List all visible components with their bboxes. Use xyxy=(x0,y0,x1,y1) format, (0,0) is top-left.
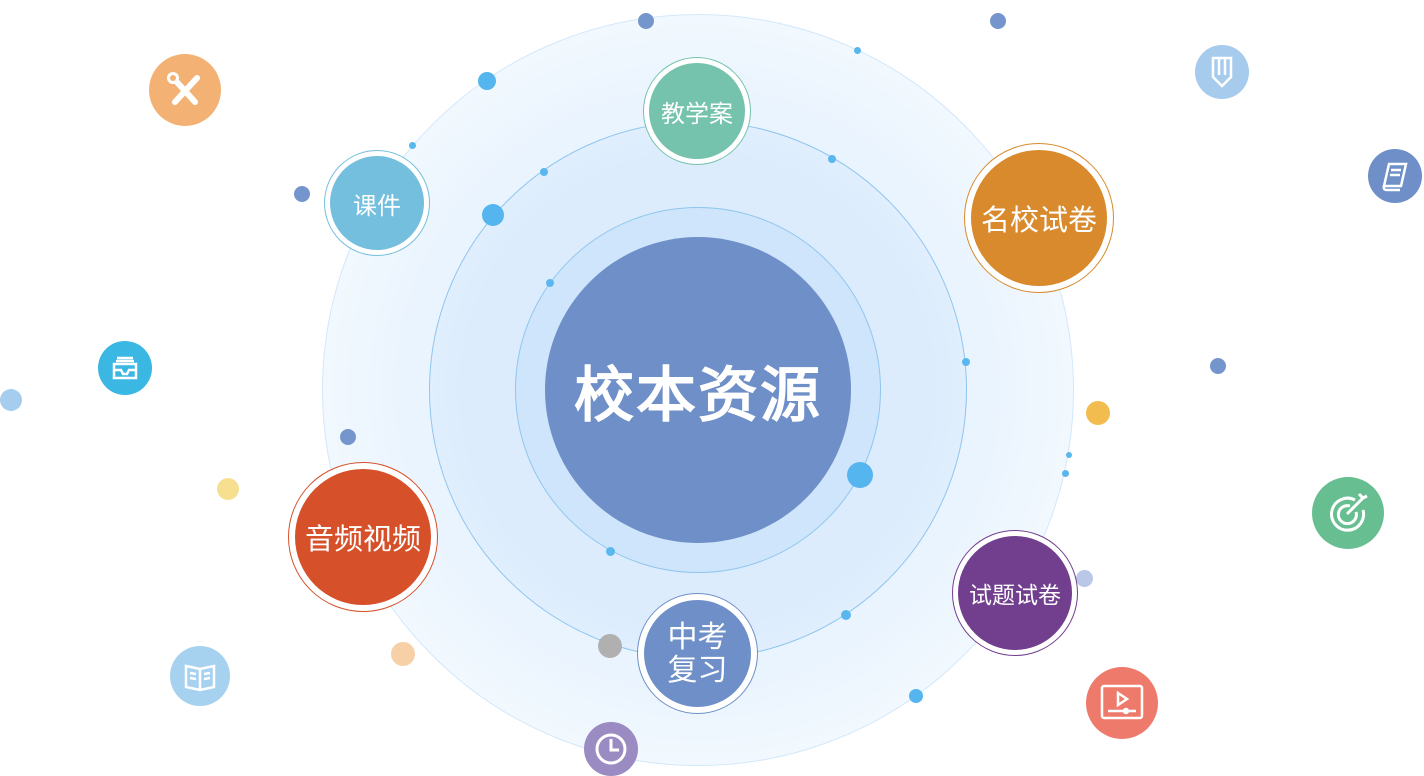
node-label: 试题试卷 xyxy=(969,583,1061,609)
tools-icon xyxy=(149,54,221,126)
node-exam-review[interactable]: 中考 复习 xyxy=(637,593,758,714)
orbit-dot xyxy=(990,13,1006,29)
orbit-dot xyxy=(638,13,654,29)
node-courseware[interactable]: 课件 xyxy=(324,150,430,256)
orbit-dot xyxy=(854,47,861,54)
node-label: 中考 xyxy=(667,619,728,655)
center-label: 校本资源 xyxy=(574,360,822,431)
orbit-dot xyxy=(478,72,496,90)
node-label: 教学案 xyxy=(661,99,733,128)
center-core[interactable]: 校本资源 xyxy=(545,237,851,543)
node-label: 名校试卷 xyxy=(980,203,1097,237)
orbit-dot xyxy=(294,186,310,202)
notebook-icon xyxy=(1368,149,1422,203)
node-audio-video[interactable]: 音频视频 xyxy=(288,462,438,612)
orbit-dot xyxy=(828,155,836,163)
orbit-dot xyxy=(391,642,415,666)
orbit-dot xyxy=(598,634,622,658)
book-icon xyxy=(170,646,230,706)
node-label-line2: 复习 xyxy=(667,652,728,688)
node-question-papers[interactable]: 试题试卷 xyxy=(952,530,1078,656)
node-elite-school-papers[interactable]: 名校试卷 xyxy=(964,143,1114,293)
orbit-dot xyxy=(1062,470,1069,477)
orbit-dot xyxy=(841,610,851,620)
orbit-dot xyxy=(962,358,970,366)
clock-icon xyxy=(584,722,638,776)
orbit-dot xyxy=(546,279,554,287)
node-label: 课件 xyxy=(353,191,401,220)
orbit-dot xyxy=(0,389,22,411)
node-teaching-plan[interactable]: 教学案 xyxy=(643,57,751,165)
orbit-dot xyxy=(1076,570,1093,587)
orbit-dot xyxy=(847,462,873,488)
orbit-dot xyxy=(1066,452,1072,458)
orbit-dot xyxy=(606,547,615,556)
orbit-dot xyxy=(1210,358,1226,374)
orbit-dot xyxy=(217,478,239,500)
inbox-icon xyxy=(98,341,152,395)
orbit-dot xyxy=(409,142,416,149)
pencil-icon xyxy=(1195,45,1249,99)
orbit-dot xyxy=(1086,401,1110,425)
node-label: 音频视频 xyxy=(304,522,421,556)
video-icon xyxy=(1086,667,1158,739)
orbit-dot xyxy=(340,429,356,445)
orbit-dot xyxy=(909,689,923,703)
orbit-dot xyxy=(482,204,504,226)
target-icon xyxy=(1312,477,1384,549)
orbit-dot xyxy=(540,168,548,176)
